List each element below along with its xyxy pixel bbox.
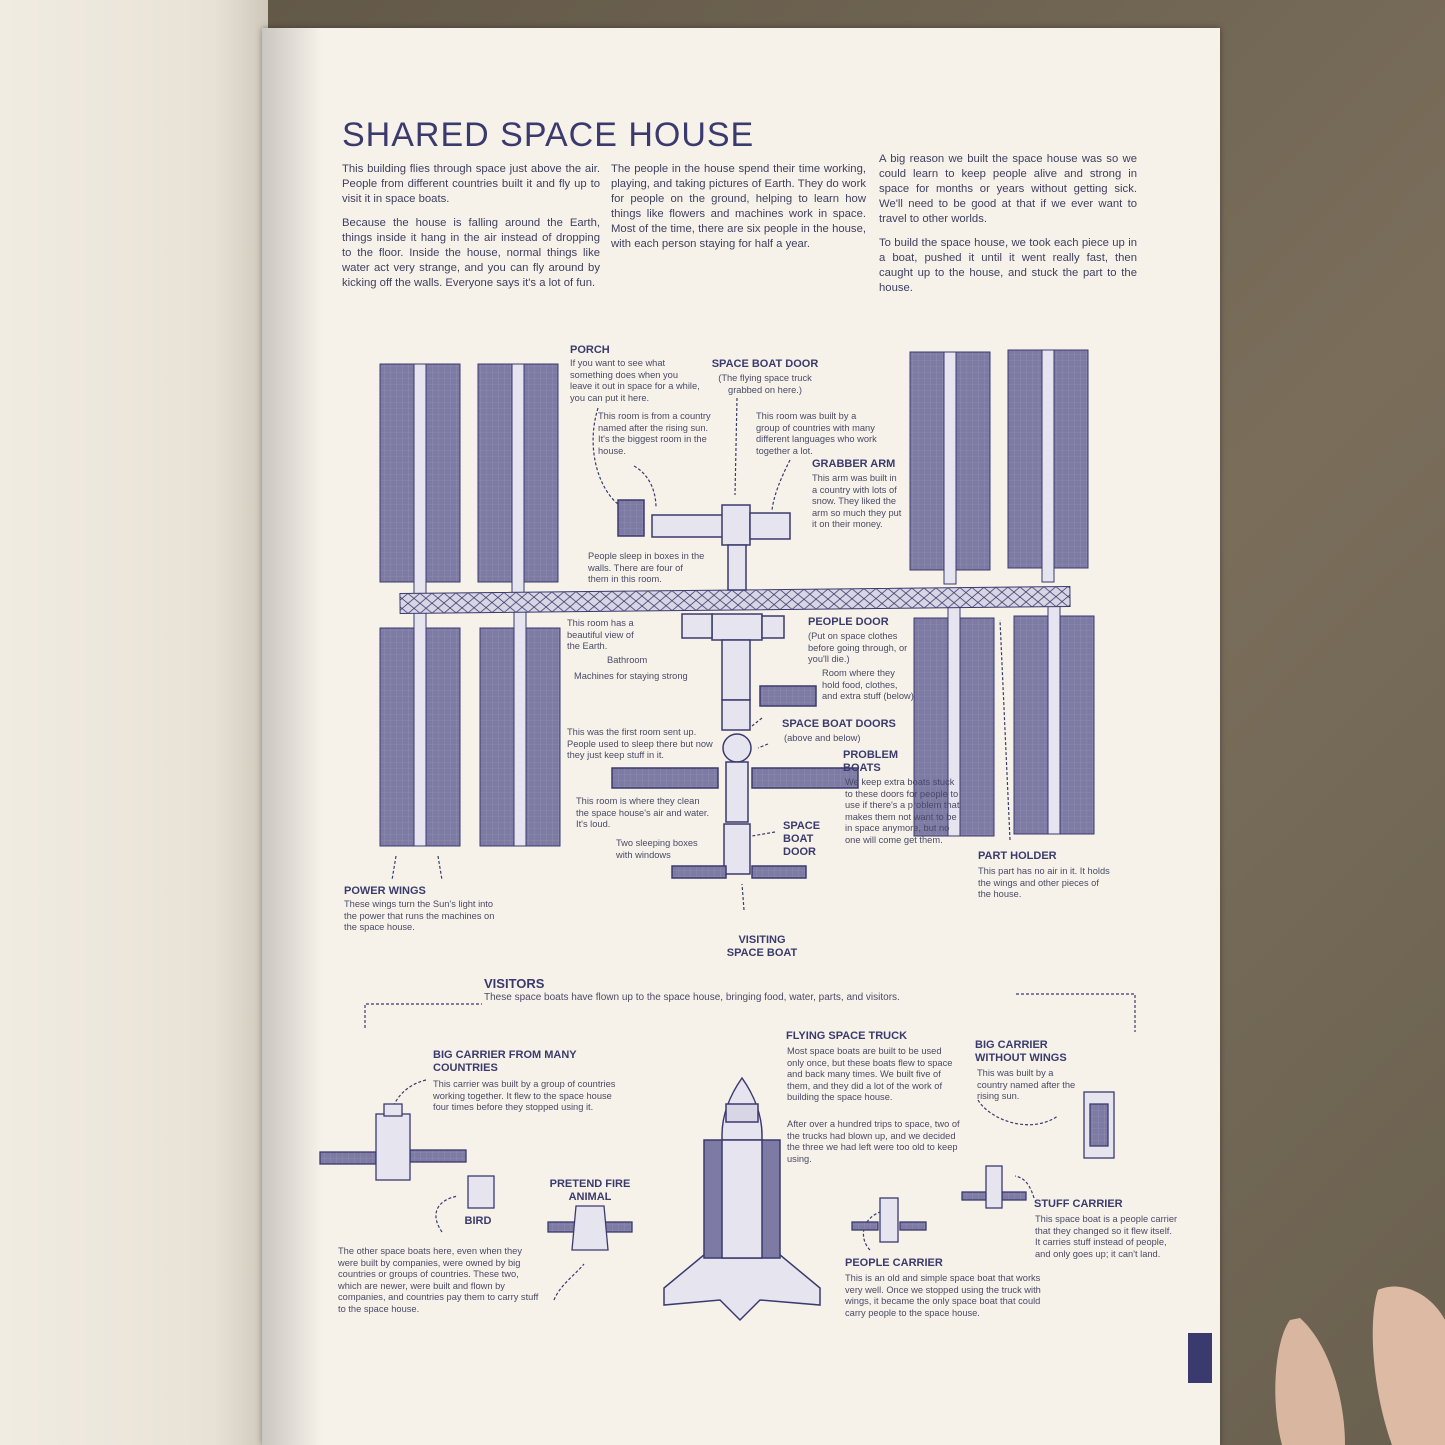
paragraph: This building flies through space just a… <box>342 163 600 205</box>
first-room-text: This was the first room sent up. People … <box>567 727 713 761</box>
big-carrier-no-wings-label: BIG CARRIER WITHOUT WINGS <box>975 1039 1067 1064</box>
left-page <box>0 0 268 1445</box>
people-carrier-drawing <box>851 1197 927 1243</box>
pretend-fire-animal-label: PRETEND FIRE ANIMAL <box>549 1178 631 1203</box>
sleeping-boxes-text: Two sleeping boxes with windows <box>616 838 698 860</box>
problem-boats-text: We keep extra boats stuck to these doors… <box>845 777 960 845</box>
flying-space-truck-drawing <box>663 1076 821 1322</box>
flying-truck-text-2: After over a hundred trips to space, two… <box>787 1119 960 1164</box>
text-column-3: A big reason we built the space house wa… <box>879 152 1137 305</box>
station-modules <box>611 499 859 879</box>
porch-text: If you want to see what something does w… <box>570 358 700 403</box>
part-holder-text: This part has no air in it. It holds the… <box>978 866 1110 900</box>
people-carrier-text: This is an old and simple space boat tha… <box>845 1273 1041 1318</box>
big-carrier-drawing <box>319 1103 467 1181</box>
bird-label: BIRD <box>464 1215 492 1227</box>
grabber-arm-text: This arm was built in a country with lot… <box>812 473 902 530</box>
stuff-carrier-drawing <box>961 1165 1027 1209</box>
big-carrier-text: This carrier was built by a group of cou… <box>433 1079 616 1113</box>
space-boat-doors-label: SPACE BOAT DOORS <box>782 718 896 730</box>
text-column-2: The people in the house spend their time… <box>611 162 866 261</box>
page-title: SHARED SPACE HOUSE <box>342 116 755 154</box>
power-wing-upper-right <box>909 349 1089 585</box>
grabber-arm-label: GRABBER ARM <box>812 458 896 470</box>
space-boat-door-low-label: SPACE BOAT DOOR <box>783 820 821 858</box>
people-door-text: (Put on space clothes before going throu… <box>808 631 908 665</box>
people-carrier-label: PEOPLE CARRIER <box>845 1257 943 1269</box>
page-gutter-shadow <box>262 28 322 1445</box>
bird-drawing <box>467 1175 495 1209</box>
visitors-text: These space boats have flown up to the s… <box>484 992 900 1003</box>
sleep-boxes-text: People sleep in boxes in the walls. Ther… <box>588 551 705 585</box>
storage-room-text: Room where they hold food, clothes, and … <box>822 668 914 702</box>
view-room-text: This room has a beautiful view of the Ea… <box>567 618 634 652</box>
porch-label: PORCH <box>570 344 610 356</box>
part-holder-label: PART HOLDER <box>978 850 1057 862</box>
flying-truck-label: FLYING SPACE TRUCK <box>786 1030 908 1042</box>
japan-room-text: This room is from a country named after … <box>598 411 711 456</box>
problem-boats-label: PROBLEM BOATS <box>843 749 898 774</box>
paragraph: Because the house is falling around the … <box>342 217 600 289</box>
text-column-1: This building flies through space just a… <box>342 162 600 300</box>
power-wings-label: POWER WINGS <box>344 885 426 897</box>
power-wing-lower-left <box>379 611 561 847</box>
space-boat-door-label: SPACE BOAT DOOR <box>711 358 819 370</box>
big-carrier-no-wings-text: This was built by a country named after … <box>977 1068 1076 1102</box>
big-carrier-without-wings-drawing <box>1083 1091 1115 1159</box>
pretend-fire-animal-drawing <box>547 1205 633 1251</box>
bathroom-text: Bathroom <box>607 655 648 665</box>
other-boats-text: The other space boats here, even when th… <box>338 1246 539 1314</box>
power-wing-upper-left <box>379 363 559 595</box>
paragraph: To build the space house, we took each p… <box>879 237 1137 294</box>
paragraph: A big reason we built the space house wa… <box>879 153 1137 225</box>
space-boat-door-text: (The flying space truck grabbed on here.… <box>718 373 812 395</box>
paragraph: The people in the house spend their time… <box>611 163 866 250</box>
flying-truck-text-1: Most space boats are built to be used on… <box>787 1046 953 1103</box>
power-wing-lower-right <box>913 601 1095 837</box>
stuff-carrier-text: This space boat is a people carrier that… <box>1035 1214 1178 1259</box>
visiting-boat-label: VISITING SPACE BOAT <box>726 934 798 959</box>
visitors-label: VISITORS <box>484 976 545 991</box>
stuff-carrier-label: STUFF CARRIER <box>1034 1198 1123 1210</box>
machines-text: Machines for staying strong <box>574 671 688 681</box>
space-boat-doors-text: (above and below) <box>784 733 861 743</box>
power-wings-text: These wings turn the Sun's light into th… <box>344 899 495 933</box>
people-door-label: PEOPLE DOOR <box>808 616 889 628</box>
big-carrier-label: BIG CARRIER FROM MANY COUNTRIES <box>433 1049 577 1074</box>
europe-room-text: This room was built by a group of countr… <box>756 411 877 456</box>
page-number-tab <box>1188 1333 1212 1383</box>
clean-room-text: This room is where they clean the space … <box>576 796 710 830</box>
callout-arrows <box>364 397 1136 1301</box>
